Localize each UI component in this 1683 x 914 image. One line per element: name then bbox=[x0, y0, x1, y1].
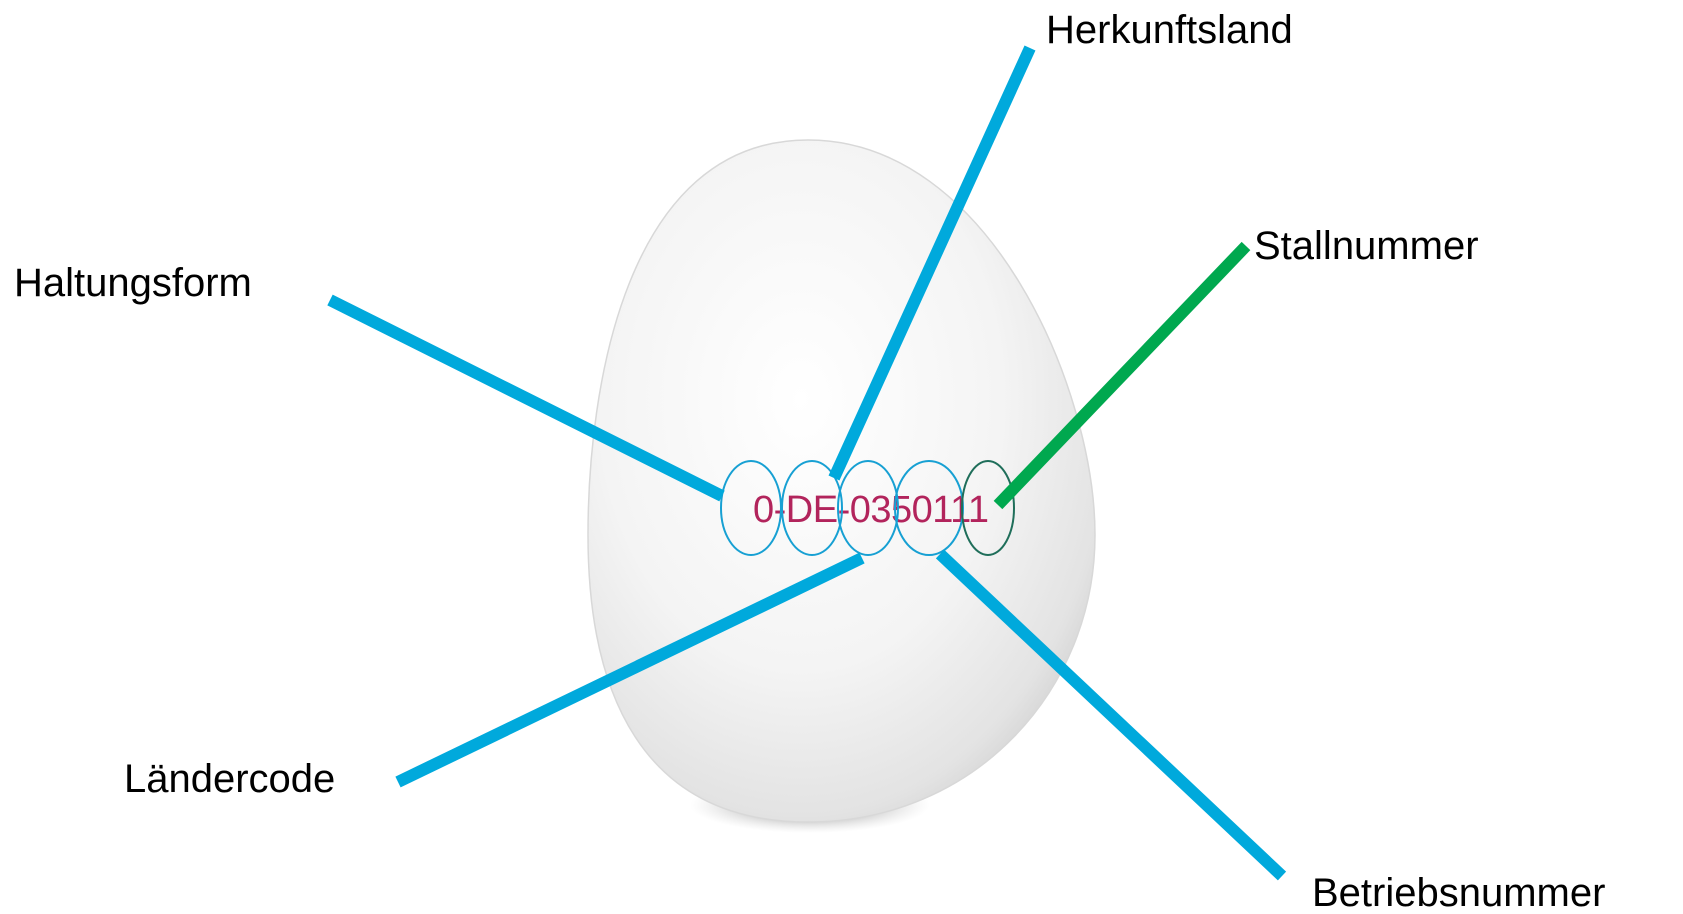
label-herkunftsland: Herkunftsland bbox=[1046, 8, 1293, 52]
label-betriebsnummer: Betriebsnummer bbox=[1312, 871, 1605, 914]
leader-line-herkunftsland bbox=[828, 45, 1036, 481]
leader-line-betriebsnummer bbox=[935, 549, 1287, 881]
egg-shell bbox=[587, 139, 1096, 823]
segment-circle-herkunftsland bbox=[837, 460, 899, 556]
label-haltungsform: Haltungsform bbox=[14, 261, 252, 305]
segment-circle-laendercode bbox=[781, 460, 843, 556]
leader-line-stallnummer bbox=[993, 241, 1251, 510]
label-laendercode: Ländercode bbox=[124, 757, 335, 801]
label-stallnummer: Stallnummer bbox=[1254, 224, 1479, 268]
leader-line-haltungsform bbox=[327, 294, 725, 502]
leader-line-laendercode bbox=[395, 552, 865, 788]
egg-stamp-code: 0-DE-0350111 bbox=[753, 489, 989, 531]
segment-circle-stallnummer bbox=[961, 460, 1015, 556]
